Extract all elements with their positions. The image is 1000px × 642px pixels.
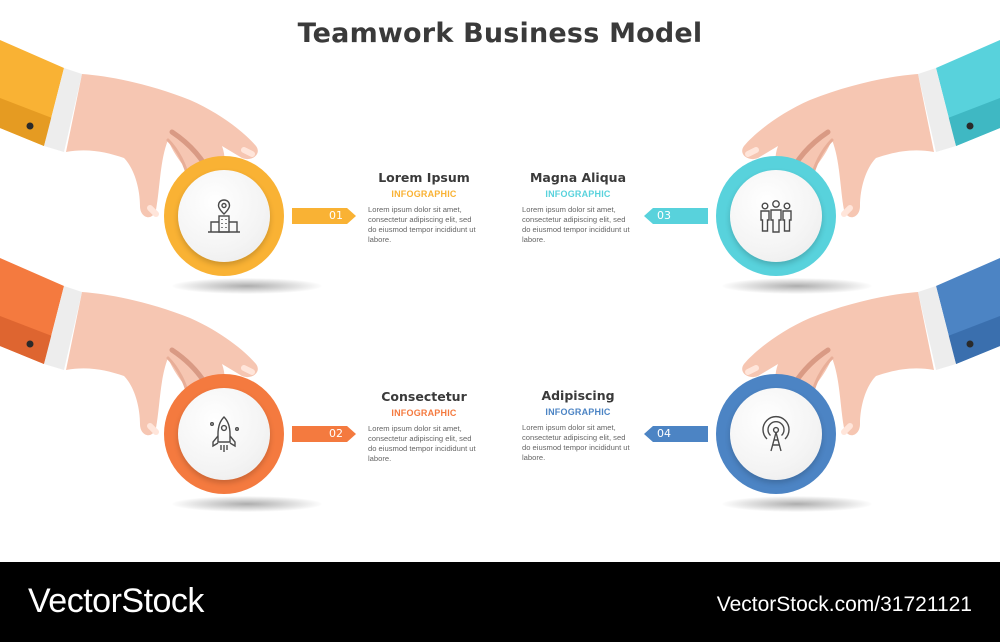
step-text-block-03: Magna Aliqua INFOGRAPHIC Lorem ipsum dol… (522, 170, 634, 245)
step-text-block-04: Adipiscing INFOGRAPHIC Lorem ipsum dolor… (522, 388, 634, 463)
step-circle-02 (164, 374, 284, 494)
broadcast-tower-icon (762, 416, 790, 452)
step-sub-01: INFOGRAPHIC (391, 189, 457, 199)
step-body-04: Lorem ipsum dolor sit amet, consectetur … (522, 423, 630, 462)
step-heading-03: Magna Aliqua (529, 170, 627, 185)
page-title: Teamwork Business Model (297, 18, 703, 49)
step-body-03: Lorem ipsum dolor sit amet, consectetur … (522, 205, 630, 244)
circle-shadow-02 (172, 496, 322, 512)
step-heading-01: Lorem Ipsum (378, 170, 470, 185)
watermark-footer: VectorStock VectorStock.com/31721121 (0, 562, 1000, 642)
step-number-tag-02: 02 (292, 426, 356, 442)
city-location-icon (208, 199, 240, 233)
step-sub-04: INFOGRAPHIC (545, 407, 611, 417)
step-number-tag-03: 03 (644, 208, 708, 224)
image-id-url: VectorStock.com/31721121 (716, 593, 972, 616)
step-number-tag-04: 04 (644, 426, 708, 442)
circle-shadow-01 (172, 278, 322, 294)
step-body-01: Lorem ipsum dolor sit amet, consectetur … (368, 205, 476, 244)
infographic-canvas: Teamwork Business Model (0, 18, 1000, 512)
step-number-tag-01: 01 (292, 208, 356, 224)
step-circle-01 (164, 156, 284, 276)
step-circle-04 (716, 374, 836, 494)
rocket-icon (209, 416, 240, 452)
step-text-block-01: Lorem Ipsum INFOGRAPHIC Lorem ipsum dolo… (368, 170, 480, 245)
step-heading-04: Adipiscing (541, 388, 615, 403)
step-body-02: Lorem ipsum dolor sit amet, consectetur … (368, 424, 476, 463)
vectorstock-logo: VectorStock (28, 582, 204, 620)
step-circle-03 (716, 156, 836, 276)
step-sub-03: INFOGRAPHIC (545, 189, 611, 199)
circle-shadow-03 (722, 278, 872, 294)
step-sub-02: INFOGRAPHIC (391, 408, 457, 418)
team-icon (760, 200, 792, 233)
step-text-block-02: Consectetur INFOGRAPHIC Lorem ipsum dolo… (368, 389, 480, 464)
circle-shadow-04 (722, 496, 872, 512)
step-heading-02: Consectetur (381, 389, 467, 404)
